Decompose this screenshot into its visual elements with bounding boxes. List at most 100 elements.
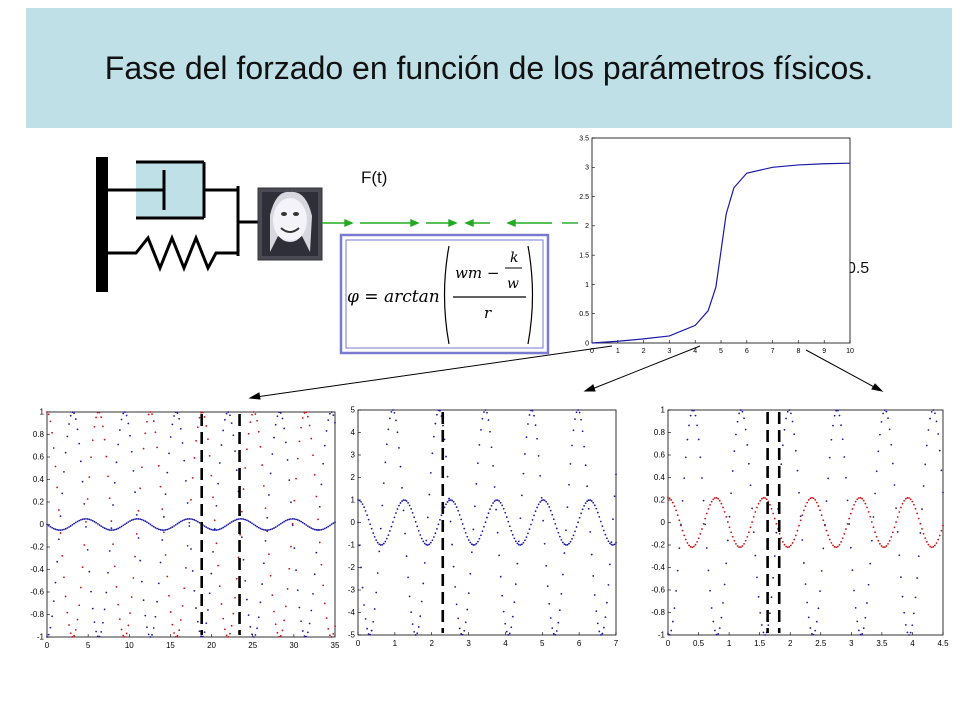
data-point	[696, 424, 699, 427]
data-point	[251, 522, 253, 525]
data-point	[112, 543, 114, 546]
data-point	[749, 526, 752, 529]
data-point	[528, 528, 531, 530]
data-point	[179, 520, 182, 523]
y-tick-label: 0.6	[654, 451, 666, 460]
data-point	[906, 496, 909, 499]
data-point	[440, 514, 443, 517]
data-point	[64, 527, 67, 530]
data-point	[110, 520, 113, 522]
data-point	[51, 431, 53, 434]
y-tick-label: 0.6	[33, 453, 45, 462]
data-point	[419, 534, 422, 536]
data-point	[196, 426, 199, 429]
data-point	[726, 521, 729, 523]
data-point	[74, 521, 77, 524]
data-point	[598, 630, 601, 633]
data-point	[147, 413, 150, 416]
data-point	[557, 531, 560, 534]
data-point	[308, 526, 311, 529]
data-point	[88, 518, 91, 521]
data-point	[57, 529, 60, 531]
data-point	[327, 525, 330, 528]
data-point	[379, 544, 382, 546]
data-point	[395, 512, 397, 514]
data-point	[256, 525, 258, 528]
data-point	[472, 544, 475, 546]
data-point	[574, 530, 576, 533]
data-point	[577, 409, 579, 411]
data-point	[83, 544, 86, 546]
data-point	[293, 518, 296, 520]
data-point	[887, 543, 889, 545]
data-point	[688, 424, 690, 427]
data-point	[680, 523, 682, 526]
data-point	[249, 421, 252, 423]
data-point	[81, 518, 84, 521]
data-point	[369, 523, 372, 526]
data-point	[490, 504, 493, 507]
data-point	[120, 525, 123, 528]
data-point	[142, 599, 145, 602]
data-point	[152, 525, 155, 528]
data-point	[504, 622, 507, 625]
data-point	[429, 541, 432, 544]
data-point	[405, 500, 408, 502]
y-tick-label: -4	[348, 608, 356, 617]
data-point	[736, 545, 739, 547]
data-point	[254, 413, 257, 415]
data-point	[458, 514, 461, 516]
data-point	[445, 503, 447, 506]
data-point	[752, 531, 755, 534]
data-point	[329, 412, 331, 415]
data-point	[843, 456, 846, 458]
data-point	[405, 555, 408, 558]
data-point	[227, 523, 230, 526]
data-point	[607, 583, 610, 586]
data-point	[689, 414, 692, 417]
y-tick-label: 1	[40, 408, 45, 417]
data-point	[720, 616, 723, 619]
x-tick-label: 30	[289, 641, 298, 650]
data-point	[452, 565, 455, 568]
data-point	[715, 633, 718, 636]
data-point	[498, 500, 501, 502]
data-point	[298, 440, 301, 443]
data-point	[811, 496, 813, 499]
data-point	[877, 539, 880, 542]
data-point	[794, 534, 797, 537]
data-point	[300, 520, 303, 523]
data-point	[883, 546, 886, 549]
data-point	[667, 632, 669, 635]
data-point	[162, 529, 165, 532]
data-point	[83, 518, 86, 520]
data-point	[752, 516, 755, 518]
data-point	[232, 612, 235, 615]
data-point	[707, 569, 710, 572]
data-point	[401, 500, 403, 502]
data-point	[312, 528, 314, 530]
data-point	[178, 629, 181, 632]
data-point	[108, 550, 111, 552]
data-point	[264, 507, 267, 510]
data-point	[596, 511, 599, 514]
data-point	[898, 554, 901, 557]
data-point	[780, 537, 783, 540]
data-point	[334, 521, 336, 523]
data-point	[251, 633, 253, 636]
data-point	[147, 522, 150, 525]
data-point	[590, 500, 593, 502]
x-tick-label: 10	[846, 348, 854, 355]
data-point	[484, 521, 487, 524]
data-point	[313, 528, 316, 531]
data-point	[796, 529, 799, 532]
data-point	[578, 411, 581, 414]
data-point	[735, 542, 737, 545]
data-point	[246, 598, 248, 601]
data-point	[296, 457, 299, 460]
data-point	[545, 500, 548, 503]
data-point	[744, 539, 747, 542]
data-point	[569, 462, 572, 465]
data-point	[542, 519, 545, 522]
